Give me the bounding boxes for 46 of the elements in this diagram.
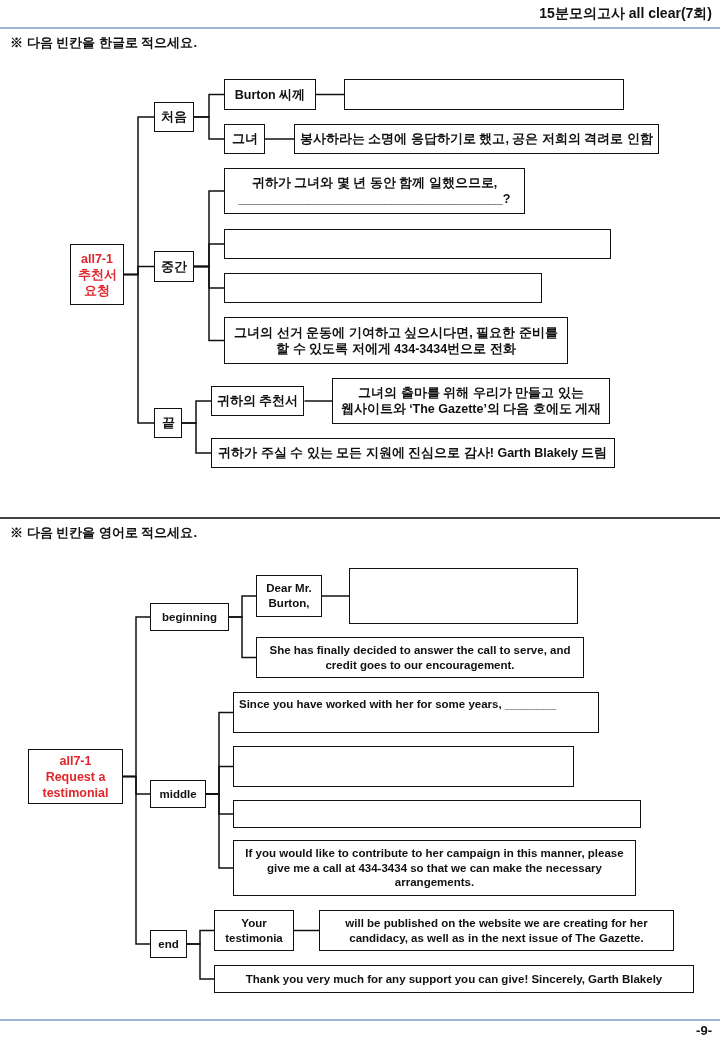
text-box: will be published on the website we are creating for her candidacy, as well as in the next issue of The Gazette. <box>319 910 674 951</box>
section-box: 중간 <box>154 251 194 282</box>
connector-line <box>321 595 350 597</box>
header-title: 15분모의고사 all clear(7회) <box>539 5 712 22</box>
text-box: Dear Mr. Burton, <box>256 575 322 617</box>
text-box: 봉사하라는 소명에 응답하기로 했고, 공은 저희의 격려로 인함 <box>294 124 659 154</box>
connector-line <box>293 929 320 932</box>
topic-box: all7-1 Request a testimonial <box>28 749 123 804</box>
text-box: 귀하가 그녀와 몇 년 동안 함께 일했으므로, ______________________________________? <box>224 168 525 214</box>
connector-line <box>123 273 155 424</box>
connector-line <box>193 265 225 342</box>
text-box: Your testimonia <box>214 910 294 951</box>
section-box: 끝 <box>154 408 182 438</box>
text-box: Thank you very much for any support you can give! Sincerely, Garth Blakely <box>214 965 694 993</box>
answer-box <box>224 273 542 303</box>
text-box: 그녀 <box>224 124 265 154</box>
section-box: 처음 <box>154 102 194 132</box>
section-box: middle <box>150 780 206 808</box>
answer-box <box>349 568 578 624</box>
answer-box <box>224 229 611 259</box>
connector-line <box>122 775 151 945</box>
topic-box: all7-1 추천서 요청 <box>70 244 124 305</box>
instruction-text: ※ 다음 빈칸을 영어로 적으세요. <box>10 525 198 541</box>
text-box: 귀하의 추천서 <box>211 386 305 416</box>
connector-line <box>228 616 257 659</box>
connector-line <box>205 793 234 869</box>
text-box: Burton 씨께 <box>224 79 316 110</box>
instruction-text: ※ 다음 빈칸을 한글로 적으세요. <box>10 35 198 51</box>
text-box: If you would like to contribute to her campaign in this manner, please give me a call at 434-3434 so that we can make the necessary arrangements. <box>233 840 636 896</box>
answer-box <box>233 800 641 828</box>
connector-line <box>315 93 345 96</box>
answer-box <box>344 79 624 110</box>
text-box: She has finally decided to answer the call to serve, and credit goes to our encouragement. <box>256 637 584 678</box>
connector-line <box>264 138 295 140</box>
text-box: 그녀의 선거 운동에 기여하고 싶으시다면, 필요한 준비를 할 수 있도록 저에게 434-3434번으로 전화 <box>224 317 568 364</box>
connector-line <box>186 943 215 980</box>
connector-line <box>303 400 333 402</box>
connector-line <box>193 116 225 140</box>
text-box: Since you have worked with her for some years, ________ <box>233 692 599 733</box>
text-box: 그녀의 출마를 위해 우리가 만들고 있는 웹사이트와 ‘The Gazette’의 다음 호에도 게재 <box>332 378 610 424</box>
connector-line <box>181 422 212 454</box>
section-box: end <box>150 930 187 958</box>
answer-box <box>233 746 574 787</box>
text-box: 귀하가 주실 수 있는 모든 지원에 진심으로 감사! Garth Blakely 드림 <box>211 438 615 468</box>
page-number: -9- <box>696 1023 712 1039</box>
section-box: beginning <box>150 603 229 631</box>
